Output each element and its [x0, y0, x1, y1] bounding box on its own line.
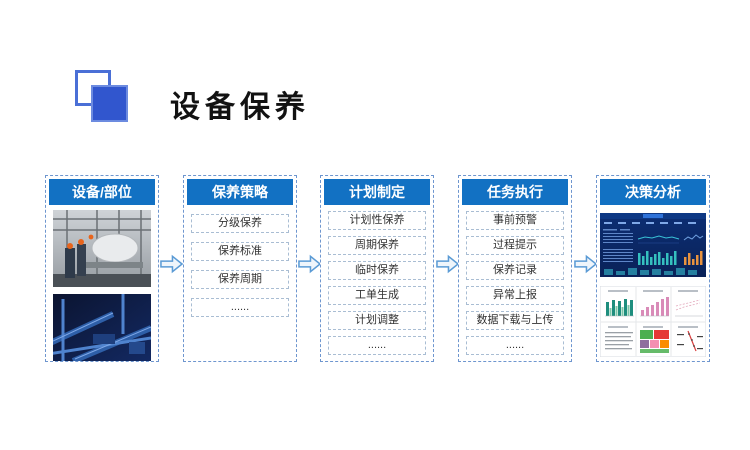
equipment-photo-piping: [53, 294, 151, 361]
column-header-equipment: 设备/部位: [49, 179, 155, 205]
logo-filled-square-icon: [91, 85, 128, 122]
planning-item: 周期保养: [328, 236, 426, 255]
execution-item: 事前预警: [466, 211, 564, 230]
flow-column-planning: 计划制定 计划性保养 周期保养 临时保养 工单生成 计划调整 ......: [320, 175, 434, 362]
planning-item-ellipsis: ......: [328, 336, 426, 355]
strategy-item: 保养周期: [191, 270, 289, 289]
planning-item: 工单生成: [328, 286, 426, 305]
flow-arrow-right-icon: [436, 254, 459, 274]
page-title: 设备保养: [170, 91, 310, 124]
mini-charts-panel: [600, 286, 706, 357]
column-header-analysis: 决策分析: [600, 179, 706, 205]
flow-column-strategy: 保养策略 分级保养 保养标准 保养周期 ......: [183, 175, 297, 362]
column-header-execution: 任务执行: [462, 179, 568, 205]
execution-item: 数据下载与上传: [466, 311, 564, 330]
flow-arrow-right-icon: [298, 254, 321, 274]
flow-arrow-right-icon: [160, 254, 183, 274]
flow-column-execution: 任务执行 事前预警 过程提示 保养记录 异常上报 数据下载与上传 ......: [458, 175, 572, 362]
strategy-item: 分级保养: [191, 214, 289, 233]
flow-column-equipment: 设备/部位: [45, 175, 159, 362]
execution-item: 保养记录: [466, 261, 564, 280]
planning-item: 临时保养: [328, 261, 426, 280]
strategy-item-ellipsis: ......: [191, 298, 289, 317]
execution-item: 过程提示: [466, 236, 564, 255]
strategy-item: 保养标准: [191, 242, 289, 261]
execution-item-ellipsis: ......: [466, 336, 564, 355]
planning-item: 计划调整: [328, 311, 426, 330]
flow-column-analysis: 决策分析: [596, 175, 710, 362]
planning-item: 计划性保养: [328, 211, 426, 230]
dashboard-screenshot: [600, 213, 706, 277]
equipment-photo-workers: [53, 210, 151, 287]
execution-item: 异常上报: [466, 286, 564, 305]
flow-arrow-right-icon: [574, 254, 597, 274]
column-header-strategy: 保养策略: [187, 179, 293, 205]
column-header-planning: 计划制定: [324, 179, 430, 205]
